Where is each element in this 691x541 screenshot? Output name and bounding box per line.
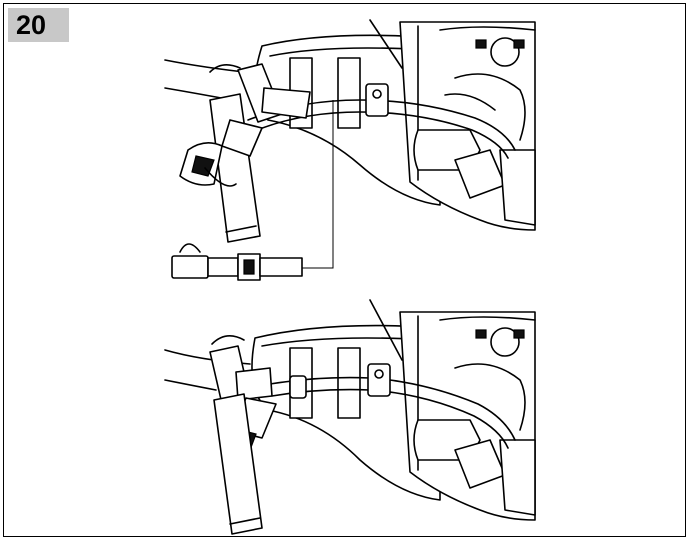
harness-hose-connector-detached-icon bbox=[164, 19, 536, 281]
harness-hose-connector-attached-icon bbox=[164, 299, 536, 535]
step-number: 20 bbox=[8, 8, 69, 42]
